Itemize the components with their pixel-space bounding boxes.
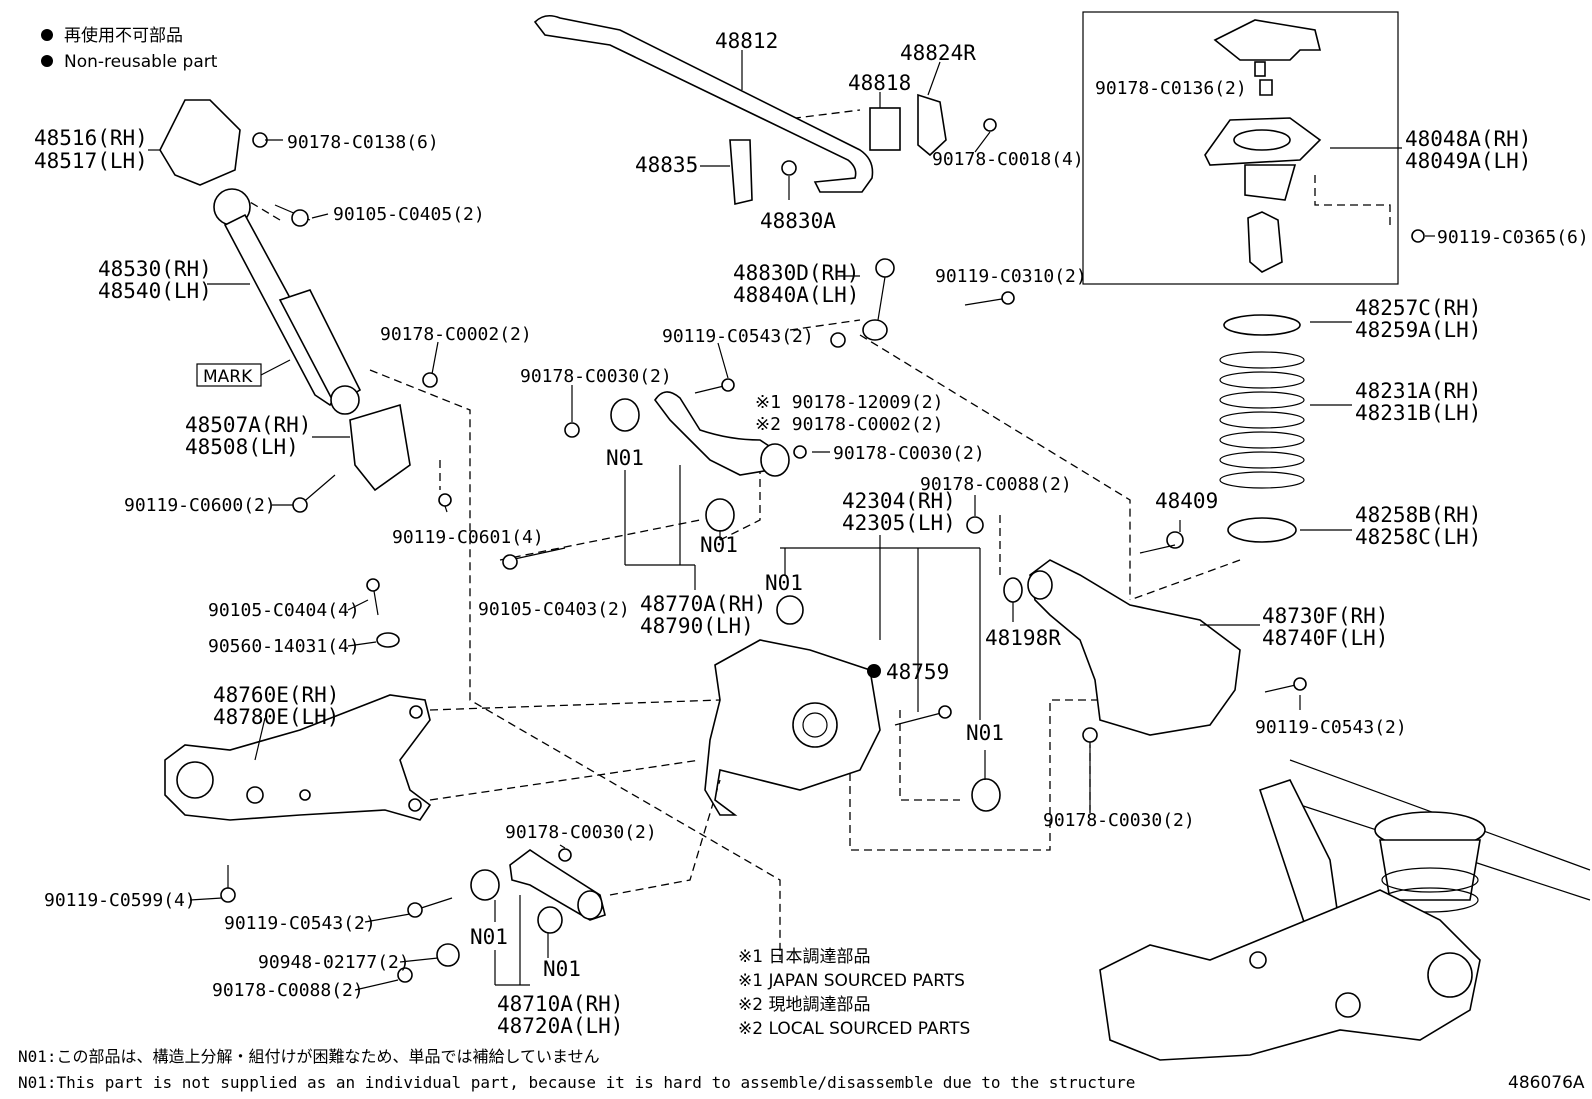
lower-link bbox=[397, 848, 606, 983]
label-90178-C0030-a: 90178-C0030(2) bbox=[520, 366, 672, 387]
label-90560-14031: 90560-14031(4) bbox=[208, 636, 360, 657]
label-n01-e: N01 bbox=[470, 925, 508, 949]
label-48835: 48835 bbox=[635, 153, 698, 177]
note-ref1-en: ※1 JAPAN SOURCED PARTS bbox=[738, 971, 965, 991]
label-48780E: 48780E(LH) bbox=[213, 705, 339, 729]
stabilizer-link bbox=[830, 258, 1015, 348]
label-n01-c: N01 bbox=[765, 571, 803, 595]
label-90119-C0600: 90119-C0600(2) bbox=[124, 495, 276, 516]
label-48516: 48516(RH) bbox=[34, 126, 148, 150]
label-90178-C0030-b: 90178-C0030(2) bbox=[833, 443, 985, 464]
label-48258C: 48258C(LH) bbox=[1355, 525, 1481, 549]
label-48517: 48517(LH) bbox=[34, 149, 148, 173]
label-48740F: 48740F(LH) bbox=[1262, 626, 1388, 650]
label-90178-C0002-b: ※2 90178-C0002(2) bbox=[755, 414, 943, 435]
knuckle bbox=[704, 516, 1023, 816]
note-ref2-jp: ※2 現地調達部品 bbox=[738, 995, 870, 1015]
label-90119-C0310: 90119-C0310(2) bbox=[935, 266, 1087, 287]
label-n01-f: N01 bbox=[543, 957, 581, 981]
label-48818: 48818 bbox=[848, 71, 911, 95]
shock-absorber bbox=[159, 99, 452, 513]
label-48530: 48530(RH) bbox=[98, 257, 212, 281]
label-90178-C0088-b: 90178-C0088(2) bbox=[212, 980, 364, 1001]
label-48824R: 48824R bbox=[900, 41, 976, 65]
label-48840A: 48840A(LH) bbox=[733, 283, 859, 307]
label-48258B: 48258B(RH) bbox=[1355, 503, 1481, 527]
label-90178-C0030-d: 90178-C0030(2) bbox=[505, 822, 657, 843]
label-48231B: 48231B(LH) bbox=[1355, 401, 1481, 425]
label-48048A: 48048A(RH) bbox=[1405, 127, 1531, 151]
label-48720A: 48720A(LH) bbox=[497, 1014, 623, 1038]
note-n01-en: N01:This part is not supplied as an indi… bbox=[18, 1073, 1135, 1092]
label-48710A: 48710A(RH) bbox=[497, 992, 623, 1016]
stabilizer-bar bbox=[533, 14, 997, 205]
label-90178-C0030-c: 90178-C0030(2) bbox=[1043, 810, 1195, 831]
label-48830D: 48830D(RH) bbox=[733, 261, 859, 285]
label-90119-C0365: 90119-C0365(6) bbox=[1437, 227, 1589, 248]
label-48231A: 48231A(RH) bbox=[1355, 379, 1481, 403]
label-48198R: 48198R bbox=[985, 626, 1061, 650]
non-reusable-bullet-icon bbox=[867, 664, 881, 678]
legend-jp: 再使用不可部品 bbox=[64, 25, 183, 46]
label-48812: 48812 bbox=[715, 29, 778, 53]
label-90119-C0543-a: 90119-C0543(2) bbox=[662, 326, 814, 347]
label-48760E: 48760E(RH) bbox=[213, 683, 339, 707]
label-48049A: 48049A(LH) bbox=[1405, 149, 1531, 173]
leader-lines bbox=[148, 50, 1435, 991]
label-48830A: 48830A bbox=[760, 209, 836, 233]
label-mark: MARK bbox=[203, 367, 253, 387]
lower-arm-48730F bbox=[1027, 531, 1307, 743]
upper-support-parts bbox=[1204, 19, 1322, 273]
label-48790: 48790(LH) bbox=[640, 614, 754, 638]
label-n01-a: N01 bbox=[606, 446, 644, 470]
label-90178-12009: ※1 90178-12009(2) bbox=[755, 392, 943, 413]
label-90178-C0018: 90178-C0018(4) bbox=[932, 149, 1084, 170]
non-reusable-bullet-icon bbox=[41, 55, 53, 67]
label-90119-C0599: 90119-C0599(4) bbox=[44, 890, 196, 911]
label-48540: 48540(LH) bbox=[98, 279, 212, 303]
upper-arm bbox=[502, 378, 807, 570]
label-42304: 42304(RH) bbox=[842, 489, 956, 513]
legend-en: Non-reusable part bbox=[64, 52, 218, 72]
label-48507A: 48507A(RH) bbox=[185, 413, 311, 437]
figure-id: 486076A bbox=[1508, 1073, 1585, 1093]
non-reusable-bullet-icon bbox=[41, 29, 53, 41]
label-48257C: 48257C(RH) bbox=[1355, 296, 1481, 320]
label-n01-b: N01 bbox=[700, 533, 738, 557]
label-90119-C0601: 90119-C0601(4) bbox=[392, 527, 544, 548]
label-90119-C0543-b: 90119-C0543(2) bbox=[1255, 717, 1407, 738]
label-90178-C0136: 90178-C0136(2) bbox=[1095, 78, 1247, 99]
label-48409: 48409 bbox=[1155, 489, 1218, 513]
label-90948-02177: 90948-02177(2) bbox=[258, 952, 410, 973]
label-42305: 42305(LH) bbox=[842, 511, 956, 535]
label-48730F: 48730F(RH) bbox=[1262, 604, 1388, 628]
label-48759: 48759 bbox=[886, 660, 949, 684]
note-ref2-en: ※2 LOCAL SOURCED PARTS bbox=[738, 1019, 970, 1039]
label-90178-C0088-a: 90178-C0088(2) bbox=[920, 474, 1072, 495]
note-ref1-jp: ※1 日本調達部品 bbox=[738, 947, 870, 967]
label-90105-C0404: 90105-C0404(4) bbox=[208, 600, 360, 621]
label-90105-C0405: 90105-C0405(2) bbox=[333, 204, 485, 225]
label-48508: 48508(LH) bbox=[185, 435, 299, 459]
label-48770A: 48770A(RH) bbox=[640, 592, 766, 616]
label-90178-C0002: 90178-C0002(2) bbox=[380, 324, 532, 345]
label-90119-C0543-c: 90119-C0543(2) bbox=[224, 913, 376, 934]
label-90178-C0138: 90178-C0138(6) bbox=[287, 132, 439, 153]
label-n01-d: N01 bbox=[966, 721, 1004, 745]
lower-arm-48760E bbox=[164, 578, 432, 903]
label-48259A: 48259A(LH) bbox=[1355, 318, 1481, 342]
label-90105-C0403: 90105-C0403(2) bbox=[478, 599, 630, 620]
coil-spring bbox=[1219, 229, 1425, 543]
assembly-overview bbox=[1099, 759, 1591, 1061]
note-n01-jp: N01:この部品は、構造上分解・組付けが困難なため、単品では補給していません bbox=[18, 1047, 600, 1066]
